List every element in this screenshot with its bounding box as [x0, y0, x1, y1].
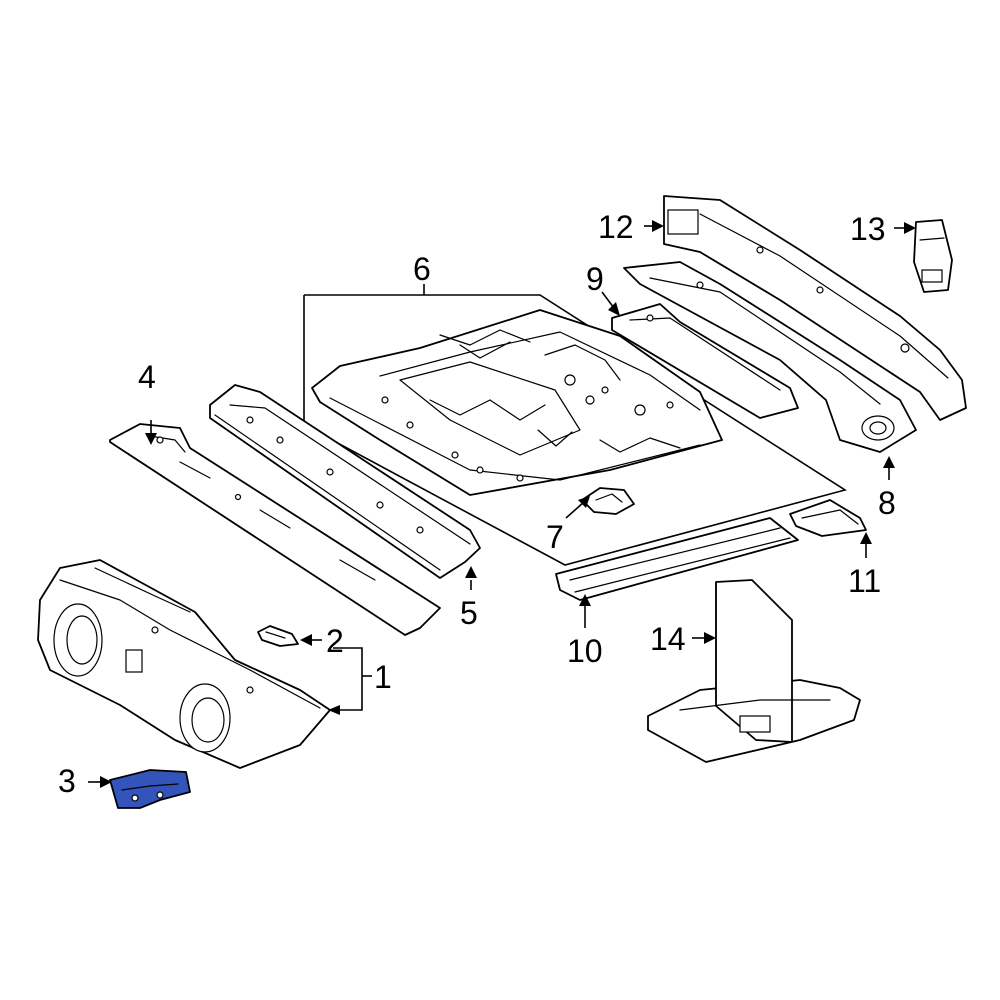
part-7-bracket[interactable] — [581, 487, 635, 515]
callout-6[interactable]: 6 — [413, 251, 431, 287]
part-12-upper-member[interactable] — [663, 195, 967, 421]
part-6-floor-pan[interactable] — [303, 294, 847, 566]
part-2-clip[interactable] — [257, 625, 299, 647]
part-5-side-rail[interactable] — [209, 384, 481, 579]
callout-9[interactable]: 9 — [586, 261, 604, 297]
callout-labels: 1 2 3 4 5 6 7 8 9 10 11 12 13 14 — [58, 209, 896, 799]
part-4-rail[interactable] — [109, 423, 441, 636]
callout-2[interactable]: 2 — [326, 623, 344, 659]
callout-7[interactable]: 7 — [546, 519, 564, 555]
part-13-end-bracket[interactable] — [913, 219, 953, 293]
part-14-battery-tray[interactable] — [647, 579, 861, 763]
callout-12[interactable]: 12 — [598, 209, 634, 245]
leaders — [88, 220, 916, 788]
outline-6 — [303, 294, 847, 566]
part-1-rear-floor[interactable] — [37, 559, 331, 769]
part-8-rear-member[interactable] — [623, 261, 917, 453]
callout-5[interactable]: 5 — [460, 595, 478, 631]
callout-11[interactable]: 11 — [848, 563, 881, 599]
part-3-highlighted-bracket[interactable] — [109, 769, 191, 809]
callout-3[interactable]: 3 — [58, 763, 76, 799]
callout-10[interactable]: 10 — [567, 633, 603, 669]
callout-14[interactable]: 14 — [650, 621, 686, 657]
callout-4[interactable]: 4 — [138, 359, 156, 395]
highlight-fill — [109, 769, 191, 809]
part-9-rail[interactable] — [611, 303, 799, 419]
callout-13[interactable]: 13 — [850, 211, 886, 247]
part-11-bracket[interactable] — [789, 499, 867, 537]
part-10-cross-member[interactable] — [555, 517, 799, 601]
callout-8[interactable]: 8 — [878, 485, 896, 521]
callout-1[interactable]: 1 — [374, 659, 392, 695]
